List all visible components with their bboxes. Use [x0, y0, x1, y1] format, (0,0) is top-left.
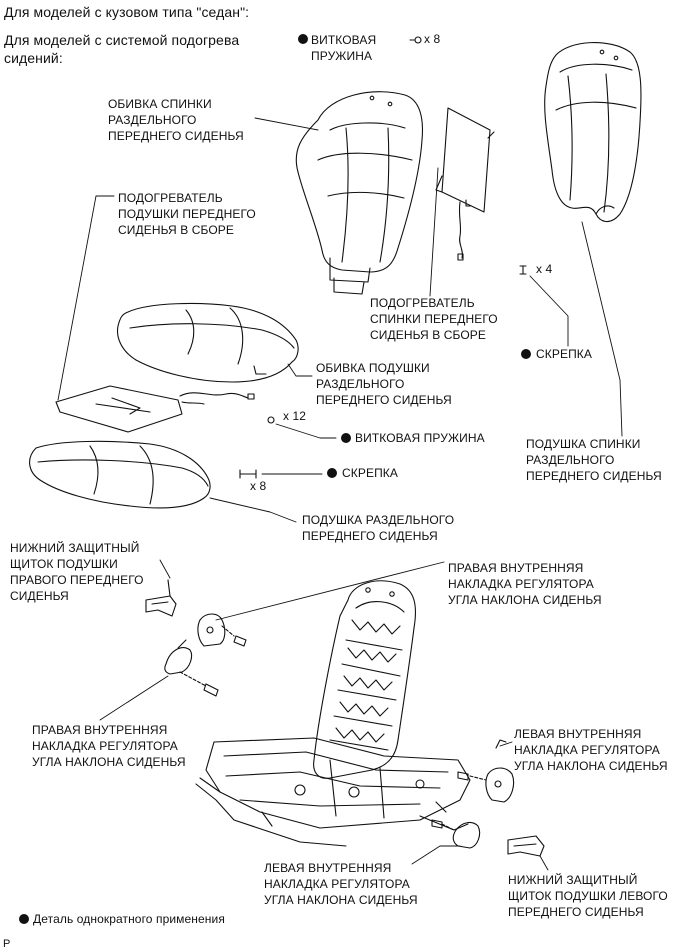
label-left-inner-cover-right: ЛЕВАЯ ВНУТРЕННЯЯ НАКЛАДКА РЕГУЛЯТОРА УГЛ…: [514, 727, 668, 773]
label-back-heater: ПОДОГРЕВАТЕЛЬ СПИНКИ ПЕРЕДНЕГО СИДЕНЬЯ В…: [370, 296, 498, 342]
seat-cushion-pad: [30, 441, 210, 508]
single-use-bullet: [521, 349, 531, 359]
label-cushion-heater: ПОДОГРЕВАТЕЛЬ ПОДУШКИ ПЕРЕДНЕГО СИДЕНЬЯ …: [118, 191, 256, 237]
seat-back-cover: [296, 92, 422, 294]
label-clip-mid: СКРЕПКА: [342, 466, 398, 480]
seat-back-heater: [436, 108, 494, 260]
label-coil-spring-mid: ВИТКОВАЯ ПРУЖИНА: [355, 431, 485, 445]
left-inner-cover-bottom-part: [432, 820, 480, 848]
header-heater-models: Для моделей с системой подогрева сидений…: [4, 32, 240, 66]
seat-frame: [196, 581, 470, 846]
label-lower-shield-right: НИЖНИЙ ЗАЩИТНЫЙ ЩИТОК ПОДУШКИ ПРАВОГО ПЕ…: [10, 541, 144, 603]
figure-code: P: [3, 938, 11, 950]
right-inner-cover-upper-part: [198, 614, 246, 646]
seat-back-pad: [545, 43, 641, 222]
label-clip-mid-qty: x 8: [250, 479, 267, 493]
right-inner-cover-left-part: [165, 640, 218, 696]
single-use-bullet: [327, 468, 337, 478]
coil-spring-icon: [410, 37, 421, 43]
label-clip-right: СКРЕПКА: [536, 347, 592, 361]
label-seat-cushion-pad: ПОДУШКА РАЗДЕЛЬНОГО ПЕРЕДНЕГО СИДЕНЬЯ: [302, 513, 455, 543]
label-right-inner-cover-top: ПРАВАЯ ВНУТРЕННЯЯ НАКЛАДКА РЕГУЛЯТОРА УГ…: [448, 561, 602, 607]
label-coil-spring-top-qty: x 8: [424, 32, 441, 46]
leader-lines: [58, 118, 622, 870]
label-lower-shield-left: НИЖНИЙ ЗАЩИТНЫЙ ЩИТОК ПОДУШКИ ЛЕВОГО ПЕР…: [508, 873, 668, 919]
lower-shield-right-part: [146, 580, 176, 616]
label-cushion-cover: ОБИВКА ПОДУШКИ РАЗДЕЛЬНОГО ПЕРЕДНЕГО СИД…: [316, 361, 452, 407]
label-seat-back-pad: ПОДУШКА СПИНКИ РАЗДЕЛЬНОГО ПЕРЕДНЕГО СИД…: [526, 437, 662, 483]
seat-cushion-heater: [56, 386, 254, 432]
header-body-type: Для моделей с кузовом типа "седан":: [4, 4, 250, 20]
legend-single-use-text: Деталь однократного применения: [33, 912, 225, 926]
lower-shield-left-part: [508, 836, 544, 856]
label-seat-back-cover: ОБИВКА СПИНКИ РАЗДЕЛЬНОГО ПЕРЕДНЕГО СИДЕ…: [108, 97, 244, 143]
single-use-bullet: [298, 34, 308, 44]
label-coil-spring-mid-qty: x 12: [283, 409, 307, 423]
single-use-bullet: [19, 914, 29, 924]
clip-icon: [520, 266, 526, 274]
seat-cushion-cover: [118, 304, 299, 382]
label-right-inner-cover-left: ПРАВАЯ ВНУТРЕННЯЯ НАКЛАДКА РЕГУЛЯТОРА УГ…: [32, 723, 186, 769]
single-use-bullet: [341, 433, 351, 443]
label-left-inner-cover-bottom: ЛЕВАЯ ВНУТРЕННЯЯ НАКЛАДКА РЕГУЛЯТОРА УГЛ…: [264, 861, 418, 907]
clip-icon: [240, 470, 256, 478]
label-clip-right-qty: x 4: [536, 262, 553, 276]
left-inner-cover-right-part: [458, 740, 514, 802]
label-coil-spring-top: ВИТКОВАЯ ПРУЖИНА: [311, 33, 377, 63]
coil-spring-icon: [268, 417, 274, 423]
